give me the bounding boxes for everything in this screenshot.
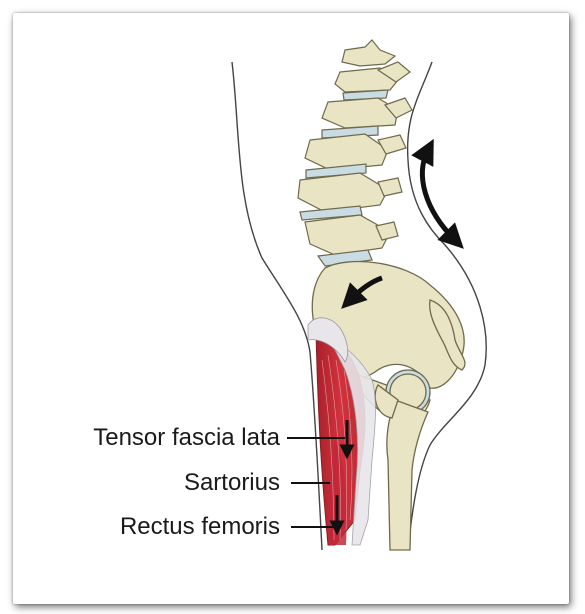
lordosis-curved-arrow — [422, 150, 455, 240]
label-tensor-fascia-lata: Tensor fascia lata — [0, 424, 280, 452]
label-sartorius: Sartorius — [0, 469, 280, 497]
lumbar-spine — [298, 40, 412, 266]
femur — [375, 370, 430, 550]
label-rectus-femoris: Rectus femoris — [0, 513, 280, 541]
